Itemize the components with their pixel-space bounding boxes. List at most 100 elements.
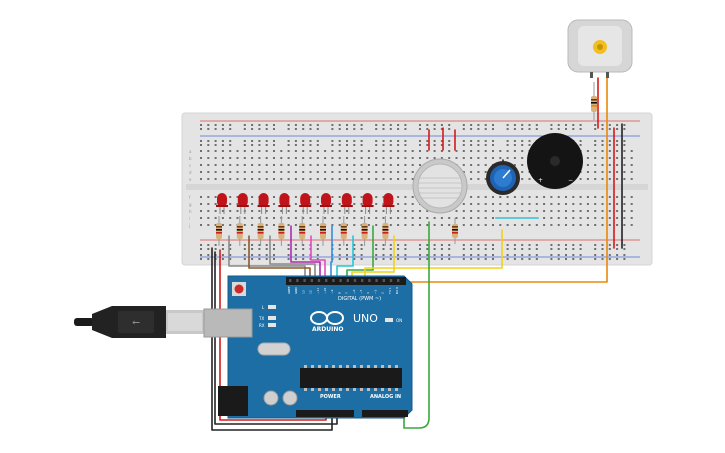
breadboard-hole[interactable] (426, 224, 429, 226)
breadboard-hole[interactable] (608, 196, 611, 198)
breadboard-hole[interactable] (404, 178, 407, 180)
breadboard-hole[interactable] (565, 224, 567, 226)
breadboard-hole[interactable] (243, 244, 246, 246)
breadboard-hole[interactable] (433, 254, 436, 256)
breadboard-hole[interactable] (367, 217, 370, 219)
breadboard-hole[interactable] (265, 140, 268, 142)
breadboard-hole[interactable] (411, 196, 414, 198)
breadboard-hole[interactable] (521, 128, 524, 130)
breadboard-hole[interactable] (251, 196, 254, 198)
breadboard-hole[interactable] (214, 150, 217, 152)
breadboard-hole[interactable] (243, 124, 246, 126)
led[interactable] (382, 193, 395, 214)
breadboard-hole[interactable] (528, 178, 531, 180)
breadboard-hole[interactable] (287, 258, 290, 260)
breadboard-hole[interactable] (462, 203, 465, 205)
breadboard-hole[interactable] (616, 224, 619, 226)
breadboard-hole[interactable] (616, 150, 619, 152)
breadboard-hole[interactable] (440, 254, 443, 256)
breadboard-hole[interactable] (470, 128, 473, 130)
breadboard-hole[interactable] (331, 210, 334, 212)
breadboard-hole[interactable] (294, 196, 297, 198)
breadboard-hole[interactable] (513, 128, 516, 130)
breadboard-hole[interactable] (397, 171, 400, 173)
breadboard-hole[interactable] (521, 157, 524, 159)
breadboard-hole[interactable] (572, 124, 575, 126)
breadboard-hole[interactable] (462, 258, 465, 260)
breadboard-hole[interactable] (316, 254, 319, 256)
breadboard-hole[interactable] (426, 124, 429, 126)
breadboard-hole[interactable] (397, 164, 400, 166)
breadboard-hole[interactable] (521, 248, 524, 250)
breadboard-hole[interactable] (389, 178, 392, 180)
breadboard-hole[interactable] (506, 144, 509, 146)
breadboard-hole[interactable] (375, 150, 378, 152)
breadboard-hole[interactable] (331, 164, 334, 166)
breadboard-hole[interactable] (309, 210, 312, 212)
breadboard-hole[interactable] (579, 254, 582, 256)
breadboard-hole[interactable] (353, 203, 356, 205)
breadboard-hole[interactable] (309, 171, 312, 173)
breadboard-hole[interactable] (360, 171, 363, 173)
breadboard-hole[interactable] (273, 203, 275, 205)
breadboard-hole[interactable] (426, 217, 429, 219)
breadboard-hole[interactable] (484, 164, 487, 166)
breadboard-hole[interactable] (499, 196, 502, 198)
breadboard-hole[interactable] (608, 217, 611, 219)
breadboard-hole[interactable] (316, 150, 319, 152)
breadboard-hole[interactable] (601, 164, 604, 166)
breadboard-hole[interactable] (513, 157, 516, 159)
digital-pin[interactable] (382, 279, 385, 282)
breadboard-hole[interactable] (616, 217, 619, 219)
breadboard-hole[interactable] (287, 224, 290, 226)
breadboard-hole[interactable] (535, 196, 538, 198)
breadboard-hole[interactable] (316, 144, 319, 146)
breadboard-hole[interactable] (484, 254, 487, 256)
breadboard-hole[interactable] (273, 144, 275, 146)
breadboard-hole[interactable] (601, 150, 604, 152)
breadboard-hole[interactable] (302, 128, 305, 130)
breadboard-hole[interactable] (346, 164, 348, 166)
breadboard-hole[interactable] (506, 224, 509, 226)
breadboard-hole[interactable] (404, 217, 407, 219)
breadboard-hole[interactable] (200, 164, 202, 166)
breadboard-hole[interactable] (492, 258, 494, 260)
breadboard-hole[interactable] (316, 140, 319, 142)
breadboard-hole[interactable] (404, 244, 407, 246)
breadboard-hole[interactable] (338, 178, 341, 180)
breadboard-hole[interactable] (243, 254, 246, 256)
breadboard-hole[interactable] (594, 254, 597, 256)
led[interactable] (340, 193, 353, 214)
breadboard-hole[interactable] (375, 217, 378, 219)
breadboard-hole[interactable] (484, 210, 487, 212)
breadboard-hole[interactable] (331, 150, 334, 152)
resistor-array[interactable] (216, 216, 389, 246)
breadboard-hole[interactable] (492, 210, 494, 212)
breadboard-hole[interactable] (594, 248, 597, 250)
breadboard-hole[interactable] (360, 244, 363, 246)
breadboard-hole[interactable] (623, 178, 626, 180)
breadboard-hole[interactable] (470, 258, 473, 260)
breadboard-hole[interactable] (236, 210, 239, 212)
breadboard-hole[interactable] (565, 128, 567, 130)
breadboard-hole[interactable] (521, 196, 524, 198)
breadboard-hole[interactable] (389, 254, 392, 256)
breadboard-hole[interactable] (294, 140, 297, 142)
breadboard-hole[interactable] (251, 203, 254, 205)
breadboard-hole[interactable] (506, 258, 509, 260)
breadboard-hole[interactable] (251, 171, 254, 173)
breadboard-hole[interactable] (448, 157, 451, 159)
breadboard-hole[interactable] (594, 224, 597, 226)
breadboard-hole[interactable] (346, 157, 348, 159)
breadboard-hole[interactable] (513, 140, 516, 142)
breadboard-hole[interactable] (470, 157, 473, 159)
breadboard-hole[interactable] (528, 210, 531, 212)
breadboard-hole[interactable] (492, 150, 494, 152)
breadboard-hole[interactable] (579, 248, 582, 250)
breadboard-hole[interactable] (229, 128, 232, 130)
breadboard-hole[interactable] (287, 171, 290, 173)
breadboard-hole[interactable] (462, 217, 465, 219)
breadboard-hole[interactable] (477, 254, 480, 256)
breadboard-hole[interactable] (557, 254, 560, 256)
